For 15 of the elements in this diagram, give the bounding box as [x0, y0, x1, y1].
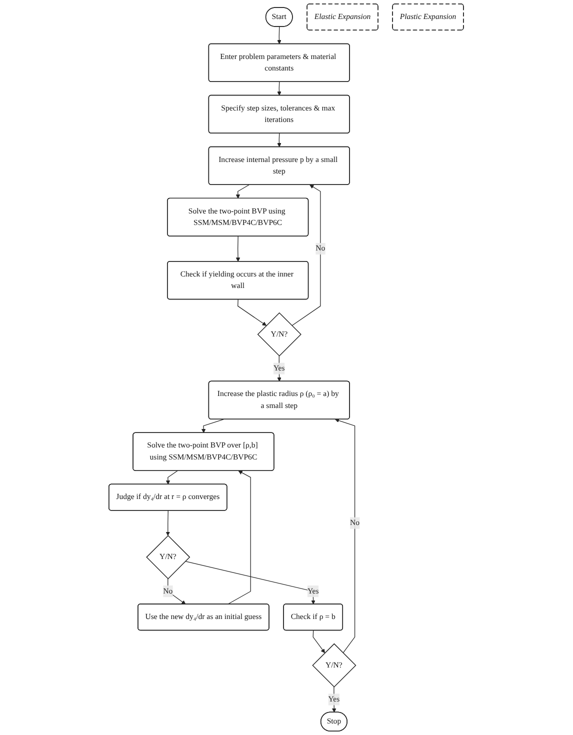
arrow — [277, 133, 282, 148]
arrow — [335, 418, 356, 654]
arrow — [202, 419, 224, 434]
arrow — [228, 470, 252, 605]
arrow — [277, 82, 282, 96]
arrow — [277, 26, 282, 44]
arrow — [185, 560, 316, 604]
arrow — [238, 299, 267, 326]
arrow — [292, 184, 322, 326]
arrow — [236, 184, 250, 199]
arrow — [313, 630, 326, 654]
arrow — [166, 510, 170, 536]
arrow — [168, 578, 186, 604]
arrow — [166, 470, 178, 485]
arrow — [236, 236, 240, 262]
